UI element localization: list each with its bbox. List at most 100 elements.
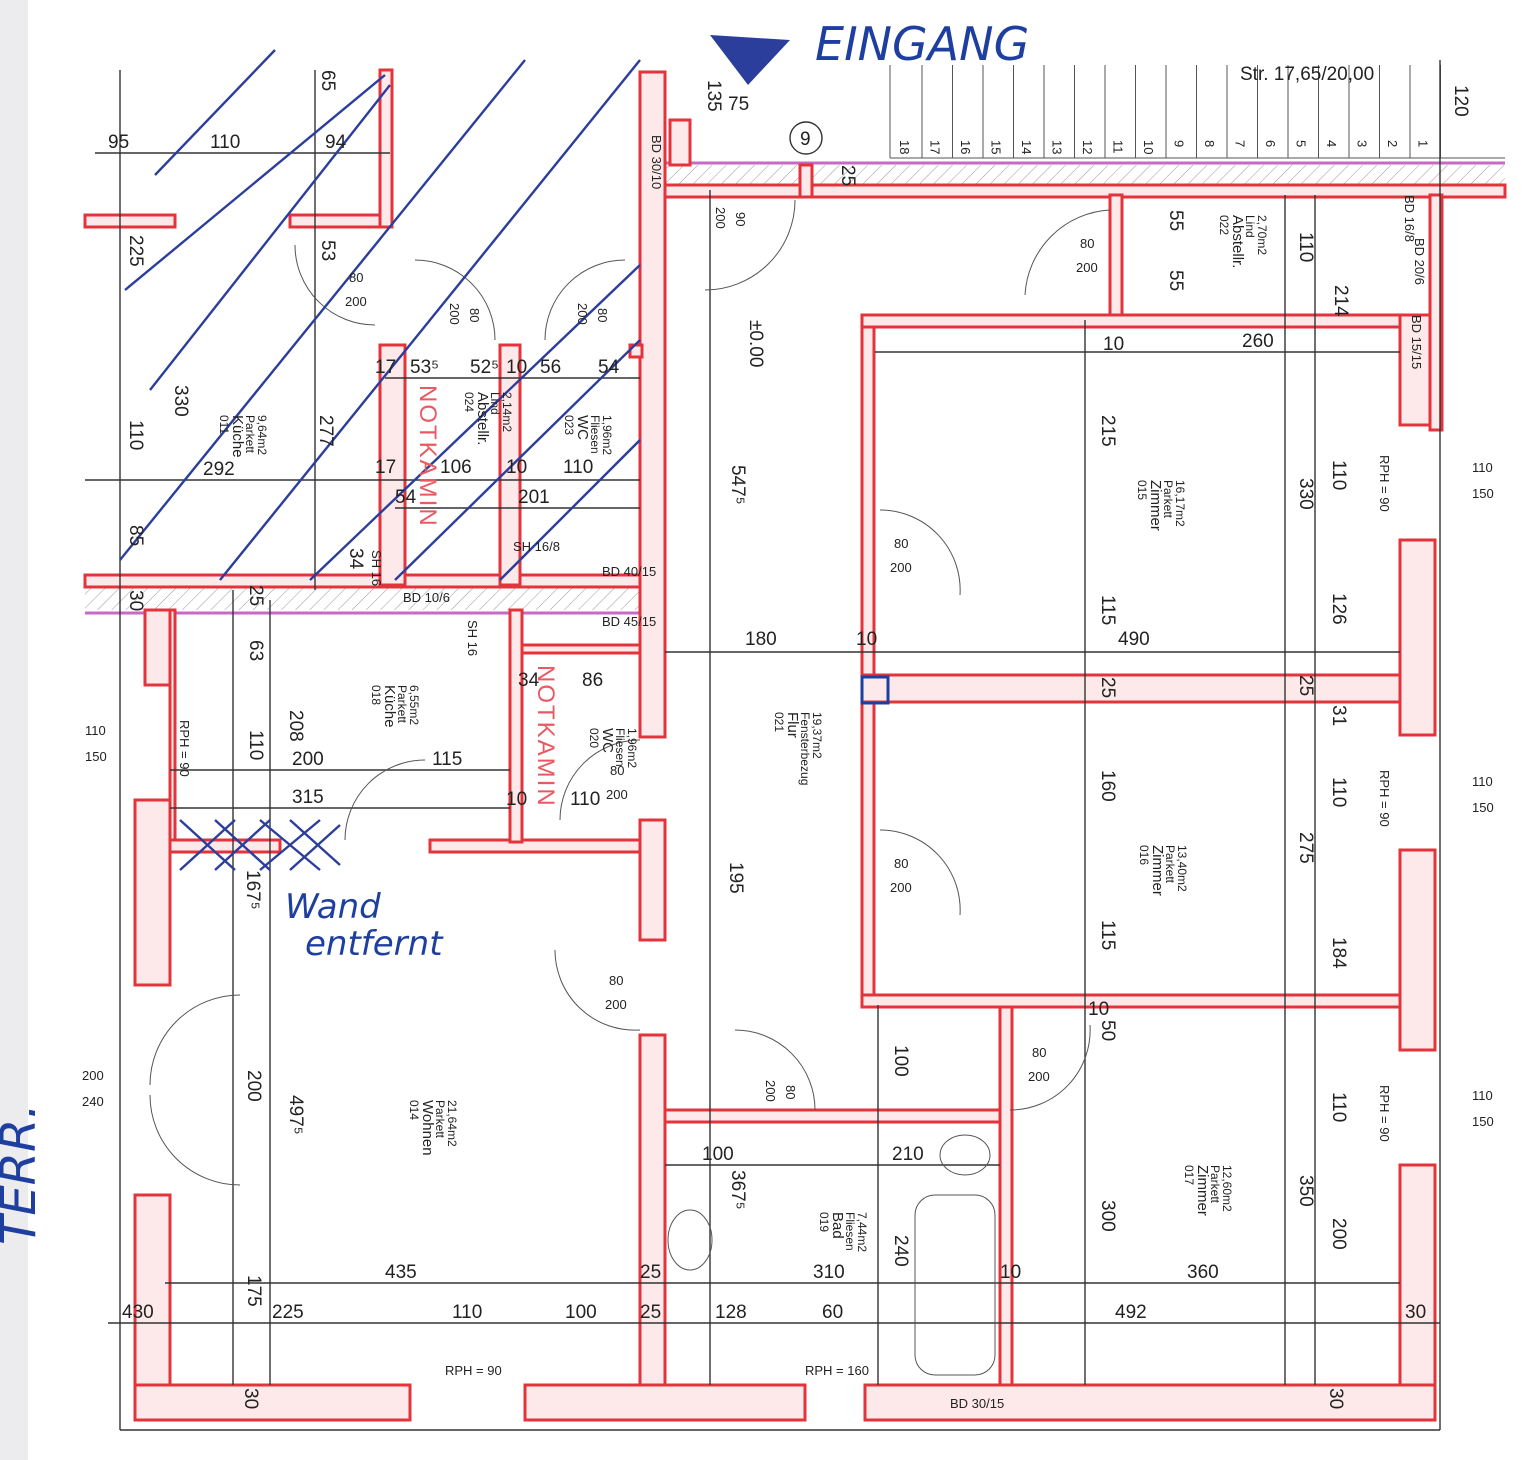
- room-area: 21,64m2: [445, 1100, 459, 1147]
- stair-step-number: 12: [1080, 140, 1095, 154]
- hatch-line: [154, 49, 276, 176]
- dimension-value: 115: [432, 749, 462, 770]
- dimension-value: 65: [317, 70, 338, 91]
- dimension-value: 30: [125, 590, 146, 611]
- door-height: 200: [713, 207, 728, 229]
- stair-run: [85, 65, 1505, 615]
- dimension-value: 54: [598, 357, 620, 378]
- room-floor: Parkett: [433, 1100, 447, 1139]
- dimension-value: 115: [1097, 595, 1118, 625]
- window-height: 150: [1472, 800, 1494, 815]
- door-width: 80: [1080, 236, 1094, 251]
- technical-label: RPH = 90: [1377, 770, 1392, 827]
- room-area: 16,17m2: [1173, 480, 1187, 527]
- dimension-value: 277: [315, 415, 336, 447]
- window-width: 110: [1472, 774, 1493, 789]
- stair-step-number: 8: [1202, 140, 1217, 147]
- dimension-value: 110: [1295, 232, 1316, 262]
- room-name: Zimmer: [1149, 845, 1166, 896]
- dimension-value: 30: [1405, 1302, 1426, 1323]
- dimension-value: 547⁵: [727, 465, 748, 505]
- dimension-value: 184: [1328, 937, 1349, 969]
- room-name: Abstellr.: [474, 392, 491, 445]
- dimension-value: 120: [1450, 85, 1471, 117]
- wall-removed-crosses: [179, 819, 341, 871]
- room-number: 019: [817, 1212, 831, 1232]
- room-floor: Parkett: [1163, 845, 1177, 884]
- door-height: 200: [605, 997, 627, 1012]
- room-number: 014: [407, 1100, 421, 1120]
- dimension-value: 10: [506, 457, 527, 478]
- dimension-value: 53⁵: [410, 357, 439, 378]
- door-height: 200: [890, 560, 912, 575]
- room-area: 19,37m2: [810, 712, 824, 759]
- dimension-value: 175: [243, 1275, 264, 1307]
- room-number: 016: [1137, 845, 1151, 865]
- hatch-line: [219, 59, 641, 581]
- entrance-arrow-icon: [710, 35, 790, 85]
- stair-step-number: 1: [1416, 140, 1431, 147]
- dimension-value: 110: [210, 132, 240, 153]
- door-width: 90: [733, 212, 748, 226]
- dimension-value: 492: [1115, 1302, 1147, 1323]
- room-name: Küche: [229, 415, 246, 458]
- dimension-value: 200: [1328, 1218, 1349, 1250]
- stair-number: 9: [800, 129, 811, 150]
- dimension-value: 25: [640, 1302, 661, 1323]
- dimension-value: 110: [1328, 460, 1349, 490]
- room-name: Flur: [784, 712, 801, 738]
- room-name: Zimmer: [1194, 1165, 1211, 1216]
- door-width: 80: [467, 308, 482, 322]
- hatch-line: [119, 59, 526, 561]
- window-width: 110: [1472, 1088, 1493, 1103]
- chimney-label: NOTKAMIN: [414, 385, 441, 528]
- dimension-value: 490: [1118, 629, 1150, 650]
- room-area: 12,60m2: [1220, 1165, 1234, 1212]
- room-area: 13,40m2: [1175, 845, 1189, 892]
- dimension-value: 160: [1097, 770, 1118, 802]
- technical-label: BD 40/15: [602, 564, 656, 579]
- room-number: 011: [217, 415, 231, 434]
- dimension-value: 225: [272, 1302, 304, 1323]
- window-width: 110: [1472, 460, 1493, 475]
- dimension-value: 34: [345, 548, 366, 570]
- dimension-value: 330: [1295, 478, 1316, 510]
- dimension-value: 292: [203, 459, 235, 480]
- room-floor: Fliesen: [843, 1212, 857, 1251]
- dimension-value: 34: [518, 670, 540, 691]
- technical-label: SH 16/8: [513, 539, 560, 554]
- dimension-value: 25: [1295, 675, 1316, 696]
- dimension-value: 25: [1097, 677, 1118, 698]
- dimension-value: 106: [440, 457, 472, 478]
- window-height: 150: [1472, 1114, 1494, 1129]
- dimension-value: 85: [125, 525, 146, 546]
- room-number: 021: [772, 712, 786, 732]
- technical-label: BD 10/6: [403, 590, 450, 605]
- door-height: 200: [447, 303, 462, 325]
- stair-step-number: 6: [1263, 140, 1278, 147]
- door-width: 80: [610, 763, 624, 778]
- dimension-value: 110: [245, 730, 266, 760]
- dimension-value: 225: [125, 235, 146, 267]
- stair-step-number: 7: [1233, 140, 1248, 147]
- stair-step-number: 4: [1324, 140, 1339, 147]
- dimension-value: 55: [1165, 270, 1186, 291]
- room-number: 020: [587, 728, 601, 748]
- walls: [83, 68, 1507, 1422]
- dimension-value: 25: [245, 585, 266, 606]
- dimension-value: 180: [745, 629, 777, 650]
- removed-area-hatching: [119, 49, 641, 581]
- window-height: 150: [1472, 486, 1494, 501]
- window-height: 240: [82, 1094, 104, 1109]
- room-number: 015: [1135, 480, 1149, 500]
- room-area: 6,55m2: [407, 685, 421, 725]
- level-marker: ±0.00: [745, 320, 766, 367]
- dimension-value: 128: [715, 1302, 747, 1323]
